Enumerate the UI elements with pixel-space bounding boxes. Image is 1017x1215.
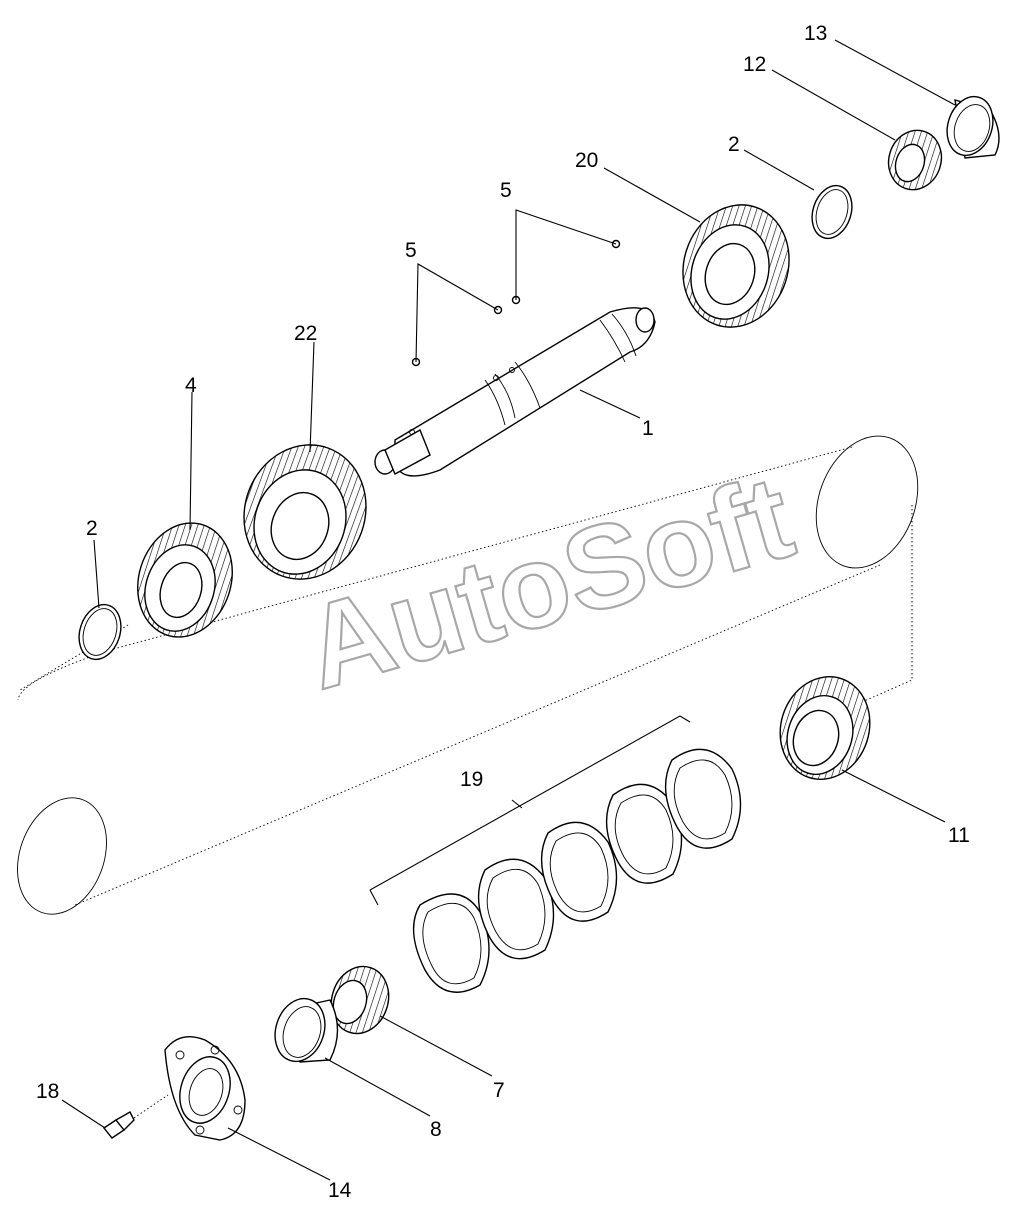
callout-7: 7 [493, 1079, 505, 1102]
bearing-cup-13 [946, 95, 1000, 159]
callout-8: 8 [430, 1118, 442, 1141]
callout-18: 18 [36, 1080, 59, 1103]
shim [412, 893, 490, 993]
watermark-text: AutoSoft [291, 451, 806, 715]
shim-set-19 [369, 715, 742, 993]
gear-4 [137, 522, 233, 638]
gear-20 [682, 204, 790, 328]
gear-22 [243, 444, 367, 580]
callout-22: 22 [294, 322, 317, 345]
callout-12: 12 [743, 53, 766, 76]
bearing-cone-7 [330, 965, 390, 1035]
snap-ring-left [78, 603, 122, 661]
bearing-cover-14 [164, 1036, 246, 1141]
callout-14: 14 [328, 1179, 352, 1202]
callout-5-lower: 5 [405, 239, 417, 262]
shim [605, 783, 683, 884]
shim [664, 748, 742, 849]
snap-ring-right [811, 184, 853, 240]
shim [477, 858, 555, 960]
bearing-cup-8 [274, 997, 339, 1063]
callout-13: 13 [804, 22, 827, 45]
callout-2-left: 2 [86, 517, 98, 540]
gear-11 [779, 676, 871, 780]
callout-20: 20 [575, 149, 598, 172]
callout-1: 1 [642, 417, 654, 440]
callout-2-right: 2 [728, 133, 740, 156]
callout-11: 11 [948, 824, 970, 847]
shim [540, 821, 618, 922]
callout-5-upper: 5 [500, 179, 512, 202]
shaft [374, 307, 656, 477]
callout-leaders [61, 39, 956, 1181]
callout-19: 19 [460, 768, 483, 791]
bearing-cone-12 [887, 129, 943, 191]
bolt-18 [102, 1094, 169, 1139]
callout-4: 4 [185, 374, 197, 397]
